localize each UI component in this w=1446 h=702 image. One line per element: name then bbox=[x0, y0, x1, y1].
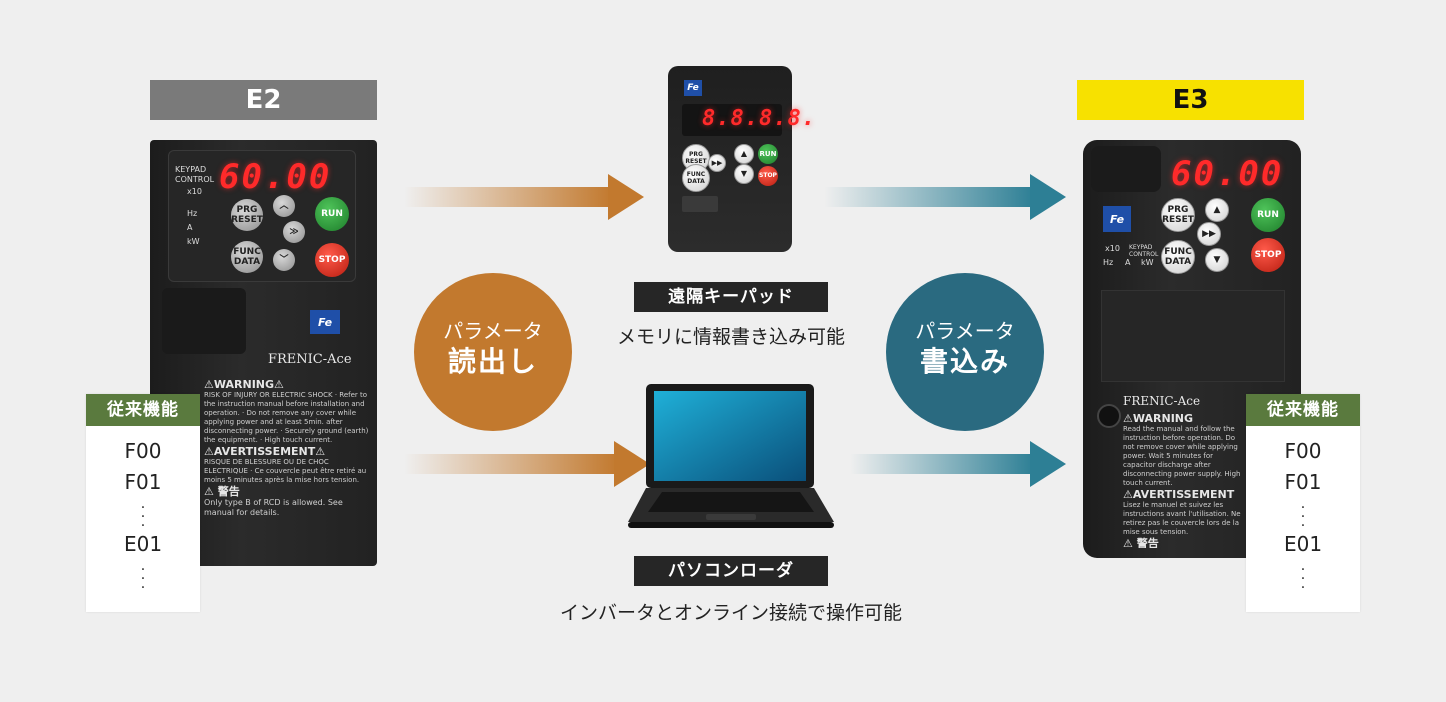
e2-avert-title: ⚠AVERTISSEMENT⚠ bbox=[204, 445, 326, 458]
e2-fe-logo: Fe bbox=[310, 310, 340, 334]
remote-keypad-label: 遠隔キーパッド bbox=[634, 282, 828, 312]
e3-warning-title: ⚠WARNING bbox=[1123, 412, 1194, 425]
card-left-code-e01: E01 bbox=[123, 532, 163, 556]
e2-kw-label: kW bbox=[187, 237, 200, 246]
e3-avert-text: Lisez le manuel et suivez les instructio… bbox=[1123, 501, 1241, 536]
remote-down-icon[interactable]: ▼ bbox=[734, 164, 754, 184]
e2-warning-title: ⚠WARNING⚠ bbox=[204, 378, 284, 391]
remote-up-icon[interactable]: ▲ bbox=[734, 144, 754, 164]
e3-kw-label: kW bbox=[1141, 258, 1154, 267]
e3-run-button[interactable]: RUN bbox=[1251, 198, 1285, 232]
parameter-read-line1: パラメータ bbox=[443, 319, 543, 343]
arrow-write-bottom-icon bbox=[850, 441, 1066, 487]
e2-keypad-control-label: KEYPAD CONTROL bbox=[175, 165, 215, 184]
e3-stop-button[interactable]: STOP bbox=[1251, 238, 1285, 272]
remote-func-data-button[interactable]: FUNC DATA bbox=[682, 164, 710, 192]
e3-prg-reset-button[interactable]: PRG RESET bbox=[1161, 198, 1195, 232]
e3-jp-warning: ⚠ 警告 bbox=[1123, 537, 1159, 548]
e2-warning-block: ⚠WARNING⚠ RISK OF INJURY OR ELECTRIC SHO… bbox=[204, 378, 372, 556]
e3-warning-text: Read the manual and follow the instructi… bbox=[1123, 425, 1241, 487]
e2-warning-text: RISK OF INJURY OR ELECTRIC SHOCK · Refer… bbox=[204, 391, 369, 444]
parameter-write-line1: パラメータ bbox=[915, 319, 1015, 343]
remote-keypad-caption: メモリに情報書き込み可能 bbox=[616, 326, 845, 348]
e3-screw-icon bbox=[1097, 404, 1121, 428]
remote-connector bbox=[682, 196, 718, 212]
e3-label: E3 bbox=[1077, 80, 1304, 120]
e3-x10-label: x10 bbox=[1105, 244, 1120, 253]
e2-keypad: 60.00 KEYPAD CONTROL x10 Hz A kW PRG RES… bbox=[168, 150, 356, 282]
e3-inverter: 60.00 Fe PRG RESET FUNC DATA ▲ ▶▶ ▼ RUN … bbox=[1083, 140, 1301, 558]
pc-loader-label: パソコンローダ bbox=[634, 556, 828, 586]
e2-up-icon[interactable]: ︿ bbox=[273, 195, 295, 217]
e3-down-icon[interactable]: ▼ bbox=[1205, 248, 1229, 272]
arrow-read-top-icon bbox=[404, 174, 644, 220]
e2-jp-warning: ⚠ 警告 bbox=[204, 485, 240, 498]
e2-func-data-button[interactable]: FUNC DATA bbox=[231, 241, 263, 273]
e3-up-icon[interactable]: ▲ bbox=[1205, 198, 1229, 222]
card-right-code-f01: F01 bbox=[1284, 470, 1322, 494]
remote-shift-icon[interactable]: ▶▶ bbox=[708, 154, 726, 172]
card-left-ellipsis-icon-2: ··· bbox=[140, 562, 146, 596]
e3-top-latch bbox=[1091, 146, 1161, 192]
card-left-header: 従来機能 bbox=[86, 394, 200, 426]
parameter-write-circle: パラメータ 書込み bbox=[886, 273, 1044, 431]
e2-display: 60.00 bbox=[219, 157, 332, 197]
e2-hz-label: Hz bbox=[187, 209, 198, 218]
e2-avert-text: RISQUE DE BLESSURE OU DE CHOC ELECTRIQUE… bbox=[204, 458, 367, 484]
e2-x10-label: x10 bbox=[187, 187, 202, 196]
remote-stop-button[interactable]: STOP bbox=[758, 166, 778, 186]
laptop-icon bbox=[628, 384, 834, 528]
card-right-ellipsis-icon: ··· bbox=[1300, 500, 1306, 534]
arrow-write-top-icon bbox=[824, 174, 1066, 220]
e3-avert-title: ⚠AVERTISSEMENT bbox=[1123, 488, 1235, 501]
parameter-read-line2: 読出し bbox=[447, 345, 538, 378]
card-left-code-f01: F01 bbox=[124, 470, 162, 494]
e2-a-label: A bbox=[187, 223, 193, 232]
remote-display: 8.8.8.8. bbox=[702, 106, 816, 131]
e2-stop-button[interactable]: STOP bbox=[315, 243, 349, 277]
remote-fe-logo: Fe bbox=[684, 80, 702, 96]
conventional-function-card-right: 従来機能 F00 F01 ··· E01 ··· bbox=[1246, 394, 1360, 612]
remote-display-window bbox=[682, 104, 782, 136]
e2-rcd-text: Only type B of RCD is allowed. See manua… bbox=[204, 498, 343, 517]
conventional-function-card-left: 従来機能 F00 F01 ··· E01 ··· bbox=[86, 394, 200, 612]
e2-prg-reset-button[interactable]: PRG RESET bbox=[231, 199, 263, 231]
card-right-code-f00: F00 bbox=[1284, 439, 1322, 463]
arrow-read-bottom-icon bbox=[404, 441, 650, 487]
e3-fe-logo: Fe bbox=[1103, 206, 1131, 232]
e3-a-label: A bbox=[1125, 258, 1131, 267]
e3-hz-label: Hz bbox=[1103, 258, 1114, 267]
card-right-header: 従来機能 bbox=[1246, 394, 1360, 426]
parameter-read-circle: パラメータ 読出し bbox=[414, 273, 572, 431]
card-left-ellipsis-icon: ··· bbox=[140, 500, 146, 534]
card-left-code-f00: F00 bbox=[124, 439, 162, 463]
e3-warning-block: ⚠WARNING Read the manual and follow the … bbox=[1123, 412, 1243, 548]
e3-keypad-control-label: KEYPAD CONTROL bbox=[1129, 244, 1159, 258]
e3-func-data-button[interactable]: FUNC DATA bbox=[1161, 240, 1195, 274]
e3-terminal-cover bbox=[1101, 290, 1285, 382]
remote-run-button[interactable]: RUN bbox=[758, 144, 778, 164]
e2-inverter: 60.00 KEYPAD CONTROL x10 Hz A kW PRG RES… bbox=[150, 140, 377, 566]
e2-shift-icon[interactable]: ≫ bbox=[283, 221, 305, 243]
e2-run-button[interactable]: RUN bbox=[315, 197, 349, 231]
e3-brand: FRENIC-Ace bbox=[1123, 394, 1201, 408]
e2-label: E2 bbox=[150, 80, 377, 120]
remote-keypad-device: Fe 8.8.8.8. PRG RESET FUNC DATA ▶▶ ▲ ▼ R… bbox=[668, 66, 815, 252]
e2-down-icon[interactable]: ﹀ bbox=[273, 249, 295, 271]
e3-shift-icon[interactable]: ▶▶ bbox=[1197, 222, 1221, 246]
pc-loader-caption: インバータとオンライン接続で操作可能 bbox=[559, 602, 902, 624]
e2-brand: FRENIC-Ace bbox=[268, 352, 352, 367]
parameter-write-line2: 書込み bbox=[919, 345, 1010, 378]
e3-display: 60.00 bbox=[1171, 154, 1284, 194]
card-right-ellipsis-icon-2: ··· bbox=[1300, 562, 1306, 596]
e2-cover-latch bbox=[162, 288, 246, 354]
card-right-code-e01: E01 bbox=[1283, 532, 1323, 556]
